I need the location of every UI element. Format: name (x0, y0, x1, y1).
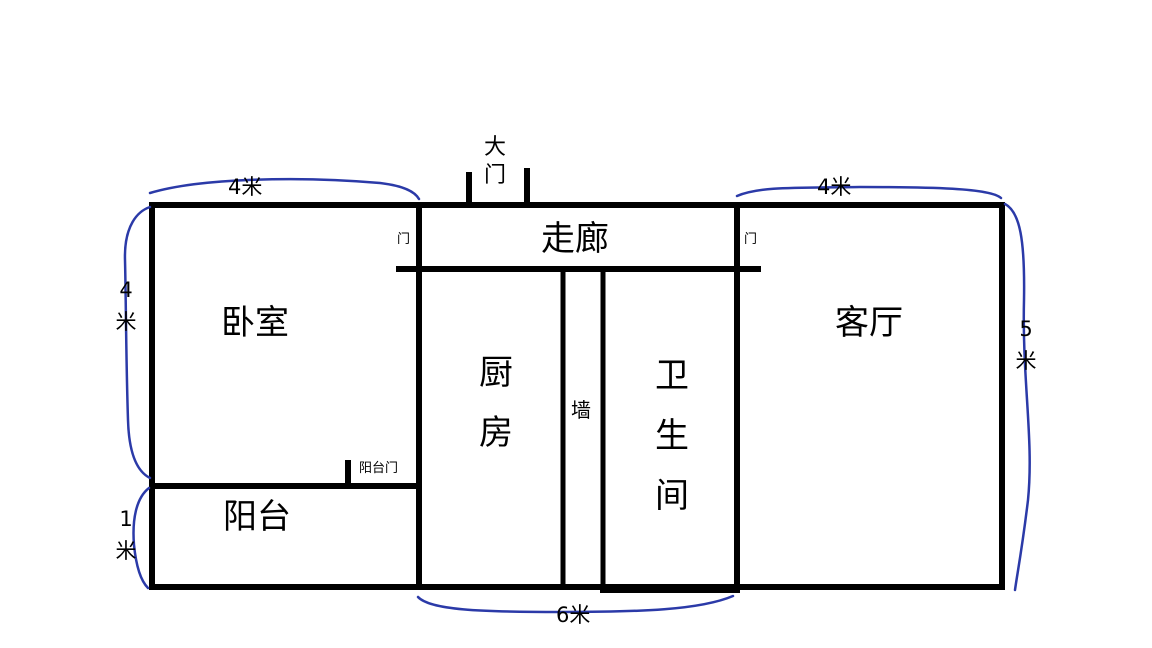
wall-label: 墙 (571, 398, 591, 422)
dim-living-right (1003, 202, 1031, 592)
dim-balcony-left (132, 486, 151, 590)
dim-label-bedroom-height: 4米 (115, 278, 137, 334)
living-door-label: 门 (744, 232, 758, 247)
dim-living-top (735, 185, 1003, 200)
main-door-label: 大门 (483, 135, 506, 188)
room-label-bedroom: 卧室 (221, 303, 289, 343)
living-outline (734, 202, 1005, 590)
room-label-balcony: 阳台 (223, 497, 291, 537)
middle-outline (416, 202, 740, 590)
dim-label-bedroom-width: 4米 (228, 175, 263, 199)
dim-bedroom-left (123, 205, 152, 480)
balcony-door-label: 阳台门 (359, 461, 399, 476)
walls (149, 168, 1005, 593)
room-label-corridor: 走廊 (541, 219, 609, 259)
dim-bedroom-top (148, 177, 421, 201)
bedroom-door-label: 门 (397, 232, 411, 247)
room-label-kitchen: 厨房 (479, 353, 513, 453)
dim-label-balcony-height: 1米 (115, 507, 137, 563)
dimension-lines (123, 177, 1031, 614)
dim-middle-bottom (416, 594, 735, 614)
dim-label-middle-width: 6米 (556, 603, 591, 627)
dim-label-living-height: 5米 (1015, 317, 1037, 373)
room-label-living-room: 客厅 (835, 303, 903, 343)
dim-label-living-width: 4米 (817, 175, 852, 199)
room-label-bathroom: 卫生间 (655, 356, 689, 516)
